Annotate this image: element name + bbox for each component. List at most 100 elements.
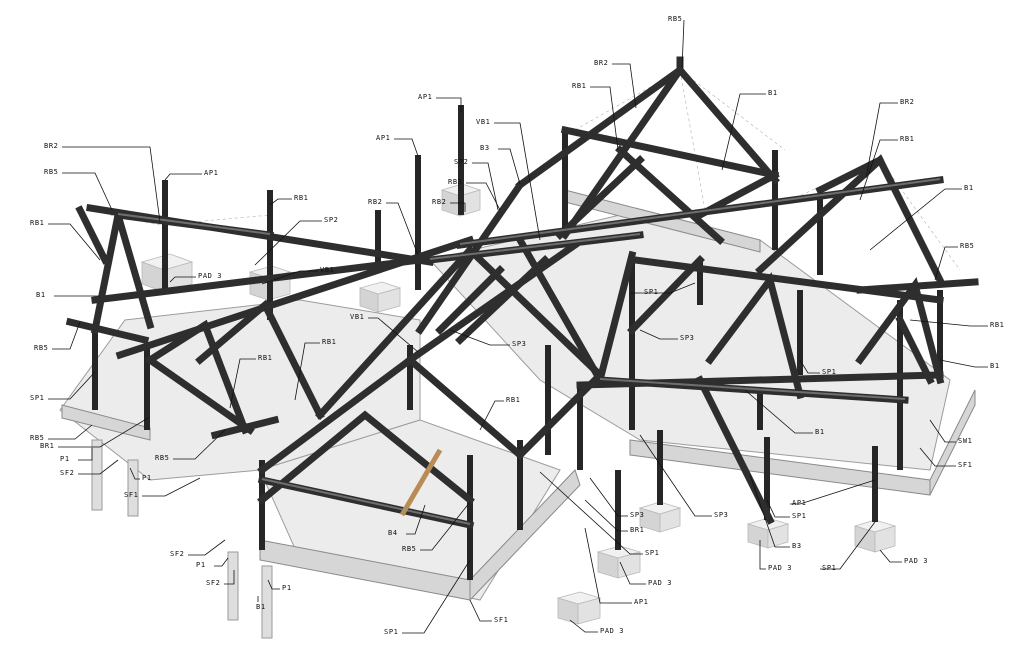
callout-label: RB5: [155, 454, 169, 462]
hip-center-b: [465, 245, 605, 380]
callout-label: SP1: [384, 628, 398, 636]
callout-labels: RB5BR2RB1B1BR2RB1AP1VB1AP1B3SP2RB2RB2BR2…: [30, 15, 1004, 636]
callout-label: AP1: [204, 169, 218, 177]
leader-line: [169, 276, 196, 283]
leader-line: [569, 619, 598, 633]
leader-lines: [48, 19, 988, 634]
callout-label: BR2: [594, 59, 608, 67]
pad-3-h: [746, 517, 790, 549]
callout-label: P1: [196, 561, 206, 569]
leader-line: [939, 359, 988, 368]
leader-line: [919, 447, 956, 467]
rafter-right-rb1: [815, 155, 885, 195]
callout-label: RB1: [572, 82, 586, 90]
rafter-left-rb1: [75, 205, 110, 265]
leader-line: [269, 198, 292, 206]
callout-label: RB1: [322, 338, 336, 346]
leader-line: [589, 477, 628, 517]
purlin-mid-a: [115, 235, 475, 360]
leader-line: [229, 358, 256, 409]
leader-line: [450, 202, 466, 212]
callout-label: SP3: [630, 511, 644, 519]
rafter-right-mid: [705, 272, 805, 400]
leader-line: [294, 342, 320, 401]
wall-front-right: [469, 469, 581, 602]
leader-line: [721, 93, 766, 171]
leader-line: [386, 202, 419, 256]
rafter-left-rb5: [65, 317, 150, 345]
callout-label: RB5: [44, 168, 58, 176]
hip-front-b: [515, 370, 605, 460]
beam-left-b1: [91, 256, 424, 304]
callout-label: VB1: [476, 118, 490, 126]
callout-label: PAD 3: [600, 627, 624, 635]
callout-label: B3: [792, 542, 802, 550]
rafter-right-end: [855, 277, 945, 385]
callout-label: SP3: [714, 511, 728, 519]
callout-label: RB5: [34, 344, 48, 352]
leader-line: [584, 527, 632, 604]
callout-label: RB5: [960, 242, 974, 250]
pad-3-c: [358, 281, 402, 313]
wall-left: [61, 404, 151, 441]
callout-label: RB2: [368, 198, 382, 206]
callout-label: SP1: [30, 394, 44, 402]
leader-line: [479, 400, 504, 431]
timber-strut-b4: [399, 448, 443, 517]
callout-label: P1: [282, 584, 292, 592]
beam-right-b1: [631, 256, 944, 304]
callout-label: BR1: [40, 442, 54, 450]
callout-label: SP2: [324, 216, 338, 224]
leader-line: [62, 146, 161, 223]
leader-line: [790, 479, 876, 505]
pad-3-f: [556, 591, 602, 625]
callout-label: SP3: [512, 340, 526, 348]
callout-label: SP3: [680, 334, 694, 342]
leader-line: [879, 549, 902, 563]
hip-center-d: [595, 250, 637, 385]
leader-line: [62, 172, 113, 211]
leader-line: [681, 19, 685, 69]
leader-line: [48, 424, 93, 440]
callout-label: BR1: [630, 526, 644, 534]
callout-label: P1: [60, 455, 70, 463]
callout-label: RB1: [900, 135, 914, 143]
leader-line: [436, 97, 462, 112]
rafter-front-inner: [257, 410, 475, 505]
callout-label: B1: [990, 362, 1000, 370]
callout-label: RB1: [506, 396, 520, 404]
callout-label: PAD 3: [768, 564, 792, 572]
pad-3-i: [853, 519, 897, 553]
callout-label: RB2: [432, 198, 446, 206]
callout-label: RB2: [448, 178, 462, 186]
leader-line: [58, 417, 149, 448]
callout-label: SF1: [958, 461, 972, 469]
leader-line: [494, 122, 541, 241]
callout-label: SF2: [60, 469, 74, 477]
leader-line: [630, 282, 696, 294]
callout-label: B1: [256, 603, 266, 611]
leader-line: [142, 477, 201, 497]
callout-label: SP1: [822, 564, 836, 572]
floor-slabs: [59, 214, 951, 601]
callout-label: AP1: [634, 598, 648, 606]
leader-line: [799, 359, 820, 374]
leader-line: [749, 474, 790, 548]
callout-label: RB1: [990, 321, 1004, 329]
callout-label: RB1: [30, 219, 44, 227]
beam-right-low: [895, 315, 935, 385]
pile-p1-a: [91, 439, 103, 511]
beam-long-b1-right: [576, 371, 944, 389]
leader-line: [402, 559, 471, 634]
leader-line: [261, 270, 318, 285]
leader-line: [420, 501, 471, 551]
callout-label: RB5: [668, 15, 682, 23]
leader-line: [224, 570, 235, 585]
leader-line: [865, 102, 898, 179]
callout-label: AP1: [418, 93, 432, 101]
callout-label: BR2: [44, 142, 58, 150]
callout-label: B1: [36, 291, 46, 299]
leader-line: [539, 471, 643, 555]
